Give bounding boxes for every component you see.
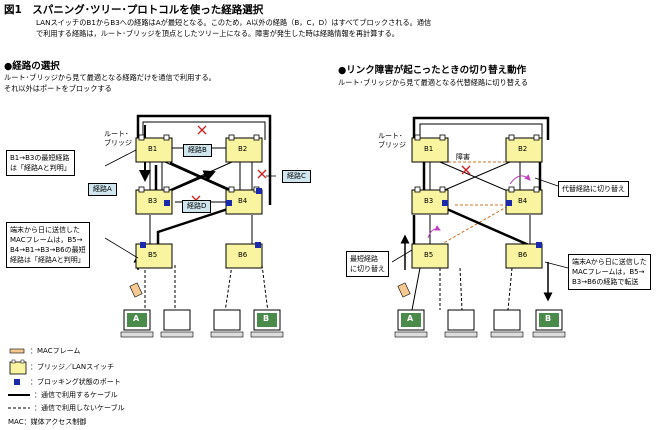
left-root-label: ルート･ブリッジ bbox=[104, 130, 132, 147]
legend-bridge: ：ブリッジ／LANスイッチ bbox=[30, 363, 115, 371]
left-b5-label: B5 bbox=[148, 251, 158, 259]
left-terminal-b: B bbox=[263, 314, 270, 323]
figure-title: 図1 スパニング･ツリー･プロトコルを使った経路選択 bbox=[4, 4, 264, 16]
tag-route-d: 経路D bbox=[182, 200, 212, 213]
legend-unused-cable: ：通信で利用しないケーブル bbox=[34, 404, 125, 412]
legend-mac-frame: ：MACフレーム bbox=[30, 347, 81, 355]
right-b1-label: B1 bbox=[424, 145, 434, 153]
left-b4-label: B4 bbox=[238, 197, 248, 205]
right-terminal-b: B bbox=[545, 314, 552, 323]
callout-shortest-route: B1→B3の最短経路は「経路Aと判明」 bbox=[6, 150, 75, 176]
right-root-label: ルート･ブリッジ bbox=[378, 132, 406, 149]
legend-blocked-port: ：ブロッキング状態のポート bbox=[30, 378, 121, 386]
left-subtitle-1: ルート･ブリッジから見て最適となる経路だけを通信で利用する。 bbox=[4, 73, 216, 82]
left-terminal-a: A bbox=[133, 314, 140, 323]
legend-used-cable: ：通信で利用するケーブル bbox=[34, 391, 118, 399]
callout-right-switch: 最短経路に切り替え bbox=[346, 251, 389, 277]
legend-mac-abbrev: MAC：媒体アクセス制御 bbox=[8, 418, 87, 426]
left-terminals bbox=[120, 309, 284, 338]
tag-route-a: 経路A bbox=[88, 183, 117, 196]
right-subtitle: ルート･ブリッジから見て最適となる代替経路に切り替える bbox=[338, 78, 529, 87]
right-terminals bbox=[394, 309, 566, 338]
right-terminal-a: A bbox=[407, 314, 414, 323]
right-b5-label: B5 bbox=[424, 251, 434, 259]
left-subtitle-2: それ以外はポートをブロックする bbox=[4, 84, 112, 93]
left-b2-label: B2 bbox=[238, 145, 248, 153]
description-line-2: で利用する経路は，ルート･ブリッジを頂点としたツリー上になる。障害が発生した時は… bbox=[36, 29, 399, 38]
tag-route-b: 経路B bbox=[183, 144, 212, 157]
tag-route-c: 経路C bbox=[282, 170, 311, 183]
left-b1-label: B1 bbox=[148, 145, 158, 153]
description-line-1: LANスイッチのB1からB3への経路はAが最短となる。このため，A以外の経路（B… bbox=[36, 18, 432, 27]
right-b4-label: B4 bbox=[518, 197, 528, 205]
right-b3-label: B3 bbox=[424, 197, 434, 205]
right-switch-b1 bbox=[411, 137, 449, 163]
right-heading: ●リンク障害が起こったときの切り替え動作 bbox=[338, 65, 527, 76]
fault-label: 障害 bbox=[456, 153, 470, 161]
callout-alternate-route: 代替経路に切り替え bbox=[558, 181, 629, 197]
left-b3-label: B3 bbox=[148, 197, 158, 205]
right-diagram bbox=[391, 116, 569, 338]
right-b2-label: B2 bbox=[518, 145, 528, 153]
left-heading: ●経路の選択 bbox=[4, 61, 60, 72]
left-switch-b2 bbox=[225, 137, 263, 163]
right-switch-b2 bbox=[505, 137, 543, 163]
right-b6-label: B6 bbox=[518, 251, 528, 259]
left-b6-label: B6 bbox=[238, 251, 248, 259]
legend-icons bbox=[8, 348, 30, 409]
right-switch-b5 bbox=[411, 243, 449, 269]
